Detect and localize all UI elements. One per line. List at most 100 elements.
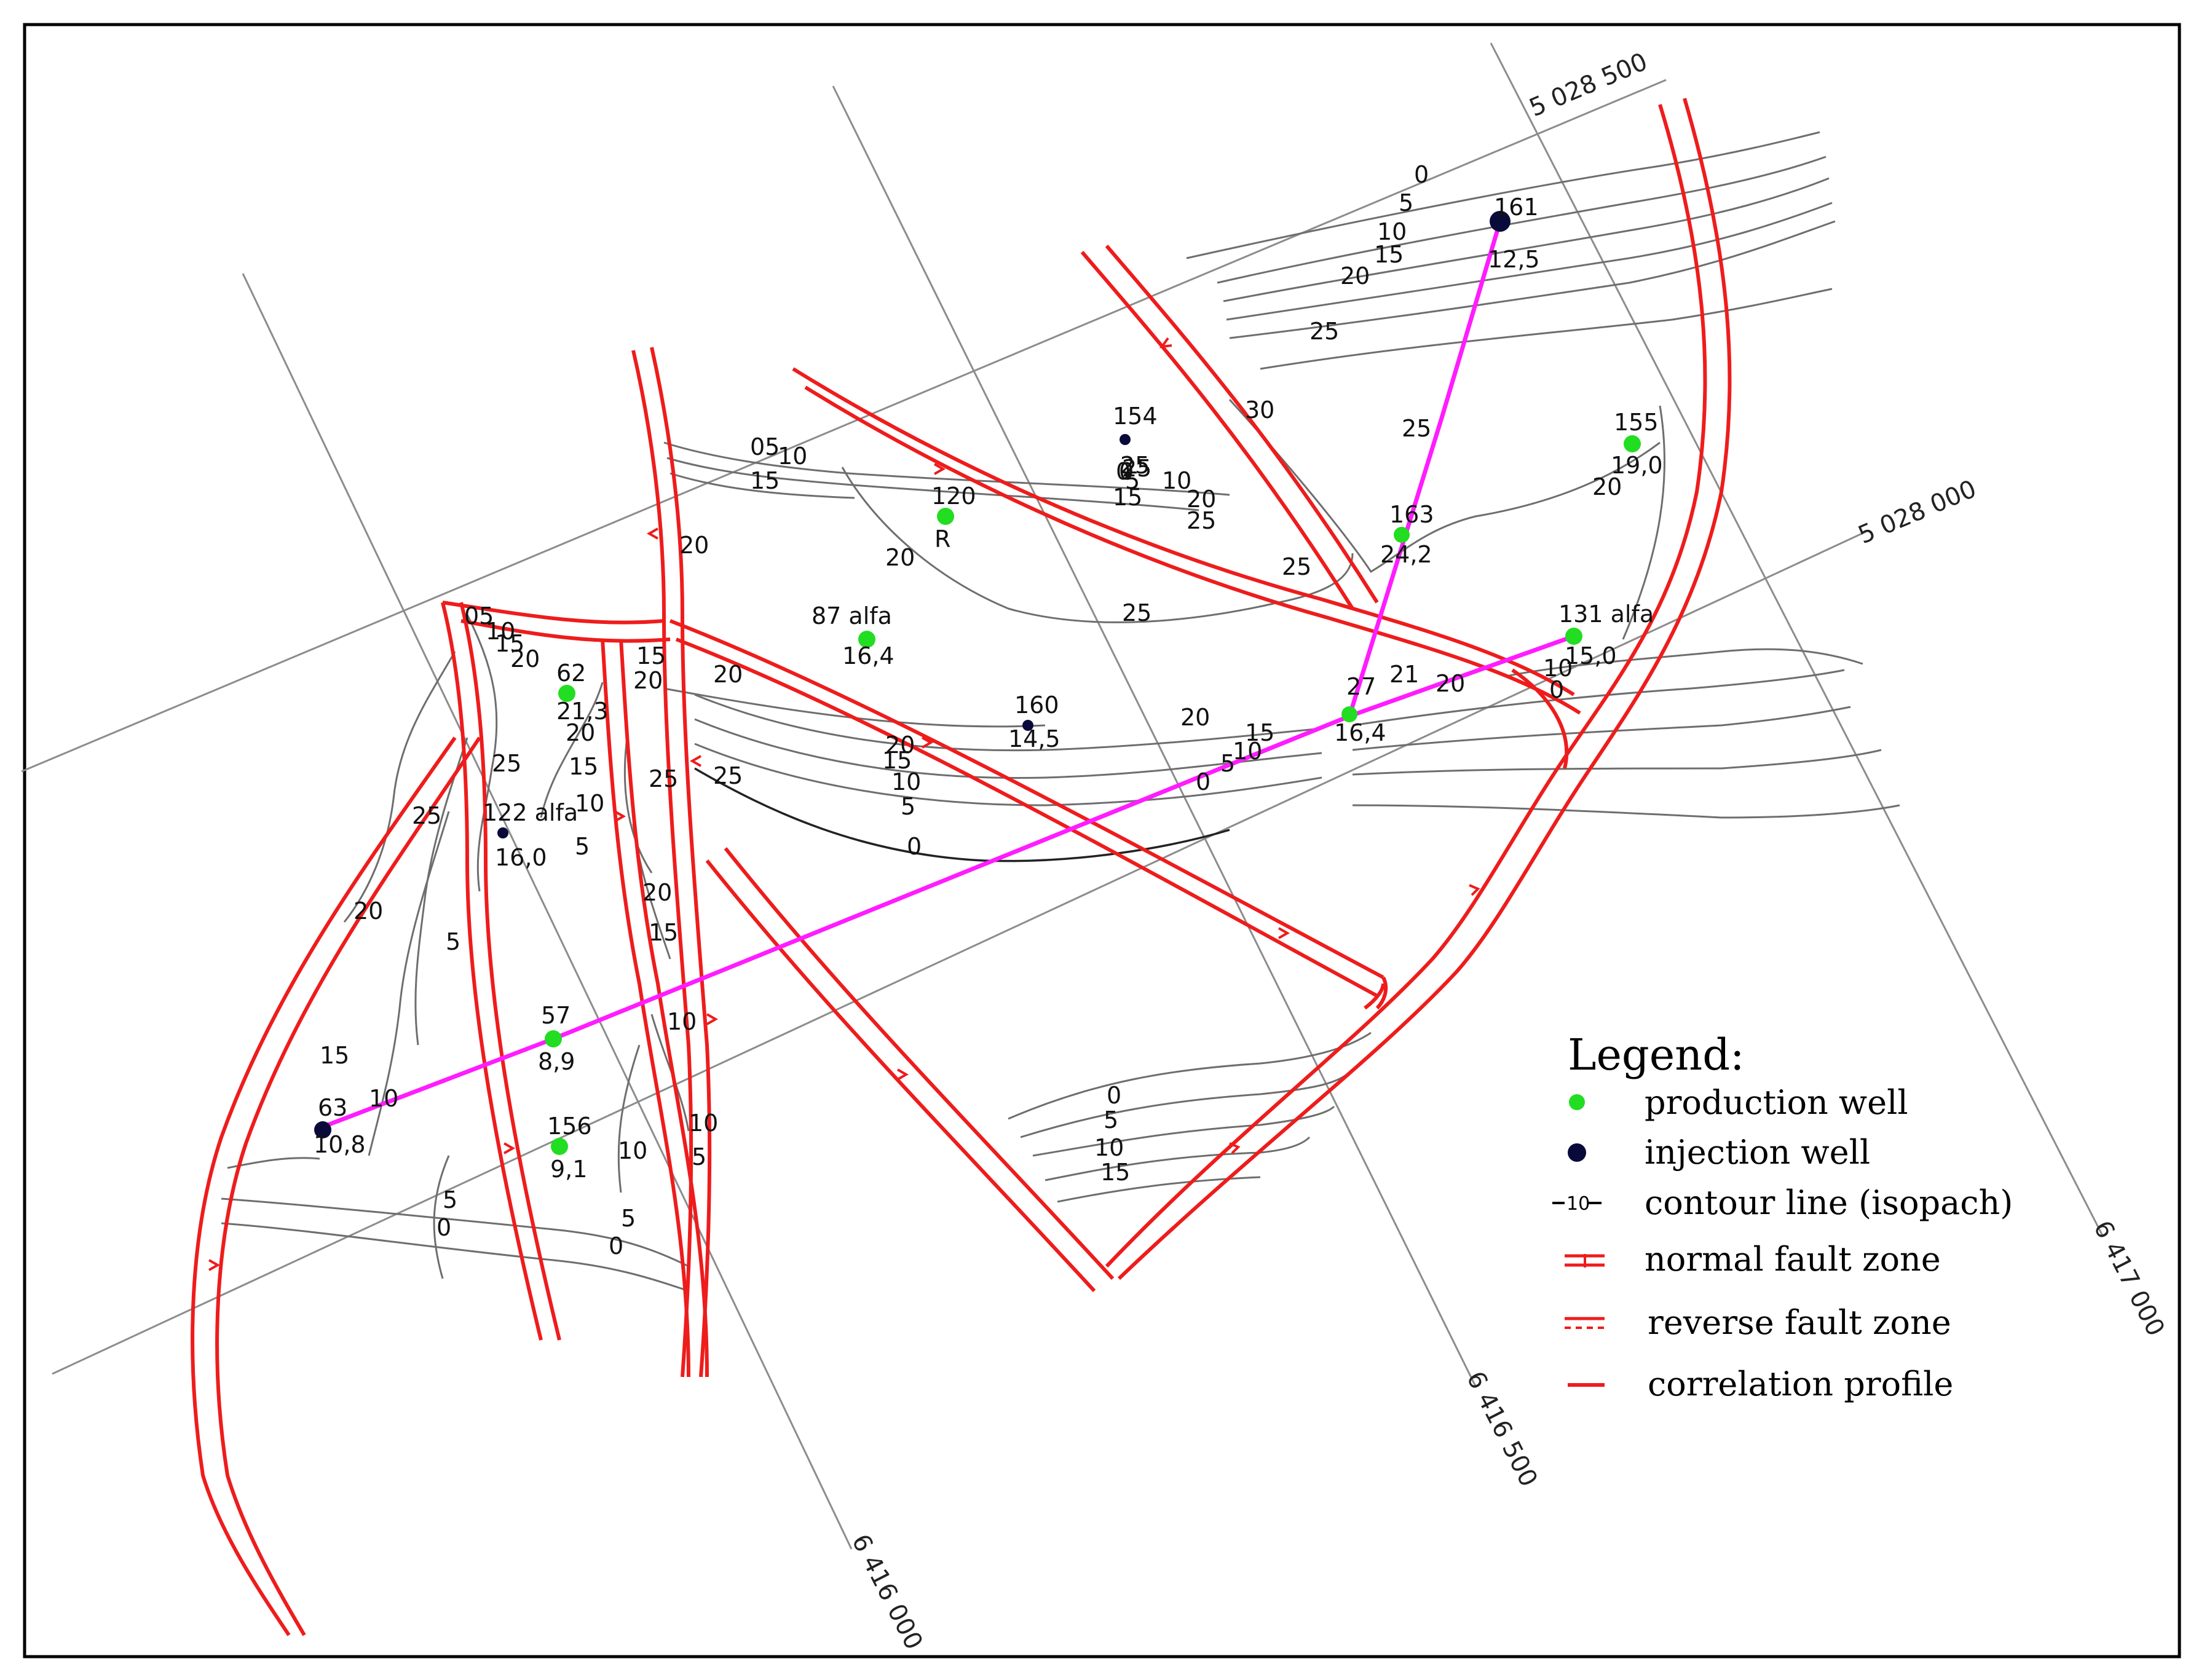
- grid-line-e-mid: [832, 85, 1477, 1387]
- well-122-alfa: 122 alfa 16,0: [483, 799, 578, 871]
- contour-label: 25: [412, 802, 441, 829]
- contour-label: 20: [1592, 473, 1622, 500]
- well-161: 161 12,5: [1488, 194, 1540, 273]
- contour-label: 5: [575, 833, 590, 860]
- fault-long-b: [675, 637, 1378, 998]
- well-57: 57 8,9: [538, 1002, 575, 1075]
- fault-west-a: [441, 602, 543, 1341]
- well-120: 120 R: [931, 483, 976, 553]
- coordinate-grid: [21, 42, 2104, 1550]
- well-87-alfa: 87 alfa 16,4: [812, 602, 895, 669]
- fault-tick-mark: [934, 463, 946, 475]
- legend-title: Legend:: [1568, 1030, 1745, 1080]
- fault-close-a: [1375, 976, 1388, 1010]
- contour-label: 5: [621, 1205, 636, 1232]
- svg-text:correlation profile: correlation profile: [1648, 1365, 1953, 1403]
- contour-label: 30: [1245, 396, 1274, 424]
- contour-label: 0: [1119, 458, 1134, 485]
- contour-line: [1020, 1068, 1354, 1138]
- fault-tick-mark: [208, 1259, 221, 1271]
- contour-label: 20: [633, 667, 663, 694]
- contour-label: 20: [679, 532, 709, 559]
- contour-label: 15: [1245, 719, 1274, 746]
- contour-label: 5: [1125, 467, 1140, 494]
- well-label: 8,9: [538, 1048, 575, 1075]
- well-label: 16,4: [1334, 719, 1386, 746]
- svg-text:normal fault zone: normal fault zone: [1645, 1240, 1941, 1279]
- grid-line-n-upper: [21, 79, 1667, 773]
- well-label: 24,2: [1380, 541, 1432, 568]
- well-label: 14,5: [1008, 725, 1061, 752]
- contour-label: 25: [649, 765, 678, 792]
- well-label: 120: [931, 483, 976, 510]
- well-label: 154: [1113, 403, 1158, 430]
- contour-line: [1352, 749, 1882, 776]
- svg-text:contour line (isopach): contour line (isopach): [1645, 1183, 2013, 1222]
- contour-line: [1229, 220, 1836, 339]
- contour-label: 10: [689, 1110, 718, 1137]
- legend-item-profile: correlation profile: [1568, 1365, 1953, 1403]
- legend-item-injection: injection well: [1568, 1133, 1870, 1172]
- fault-tick-mark: [646, 527, 658, 540]
- well-label: 57: [541, 1002, 571, 1029]
- contour-label: 25: [1120, 452, 1150, 479]
- fault-vert-b2: [619, 639, 709, 1378]
- contour-label: 10: [1233, 738, 1262, 765]
- well-label: 16,4: [842, 642, 895, 669]
- fault-v-a: [705, 859, 1096, 1293]
- contour-label: 0: [1116, 458, 1131, 485]
- fault-tick-mark: [897, 1068, 909, 1081]
- contour-label: 20: [713, 661, 743, 688]
- fault-diag-north-b: [1105, 245, 1379, 604]
- contour-label: 0: [1414, 161, 1429, 188]
- contour-label: 5: [901, 793, 915, 820]
- contour-label: 05: [750, 433, 780, 460]
- contour-line: [1217, 156, 1827, 284]
- contour-line: [1352, 669, 1845, 727]
- contour-line: [1352, 804, 1900, 819]
- contour-label: 10: [1162, 467, 1191, 494]
- contour-label: 15: [1113, 484, 1142, 511]
- fault-farwest-b: [215, 736, 481, 1636]
- contour-label: 25: [1187, 507, 1216, 534]
- contour-line: [694, 767, 1230, 862]
- well-label: 122 alfa: [483, 799, 578, 826]
- contour-label: 20: [566, 719, 595, 746]
- well-131-alfa: 131 alfa 15,0: [1558, 601, 1654, 669]
- correlation-profiles: [318, 221, 1575, 1130]
- contour-line: [1228, 398, 1661, 574]
- contour-line: [623, 737, 653, 874]
- contour-line: [1226, 202, 1833, 321]
- well-label: 16,0: [495, 844, 547, 871]
- contour-line: [1352, 706, 1851, 751]
- contour-line: [1622, 405, 1665, 640]
- fault-westtop-a: [442, 601, 665, 625]
- contour-label: 10: [575, 790, 604, 817]
- fault-long-a: [669, 619, 1384, 979]
- fault-diag-north-a: [1080, 251, 1354, 610]
- contour-label: 20: [885, 544, 915, 571]
- fault-zones: [191, 98, 1732, 1636]
- contour-label: 25: [713, 762, 743, 789]
- contour-label: 5: [1399, 189, 1413, 216]
- contour-label: 20: [510, 645, 540, 672]
- contour-label: 20: [1180, 704, 1210, 731]
- contour-label: 5: [446, 928, 460, 955]
- contour-label: 5: [1220, 750, 1235, 777]
- contour-label: 15: [649, 919, 678, 946]
- contour-label: 10: [1377, 218, 1407, 245]
- svg-text:reverse fault zone: reverse fault zone: [1648, 1303, 1951, 1342]
- contour-label: 10: [486, 618, 515, 645]
- well-label: 9,1: [550, 1156, 587, 1183]
- well-label: 62: [556, 660, 586, 687]
- contour-line: [343, 651, 456, 923]
- contour-line: [221, 1197, 689, 1268]
- contour-line: [669, 472, 855, 499]
- contour-label: 10: [618, 1137, 647, 1164]
- fault-tick-mark: [1159, 337, 1172, 349]
- legend-item-normal-fault: normal fault zone: [1565, 1240, 1941, 1279]
- contour-line: [694, 693, 1322, 752]
- well-label: 12,5: [1488, 246, 1540, 273]
- isopach-contours: [221, 131, 1900, 1292]
